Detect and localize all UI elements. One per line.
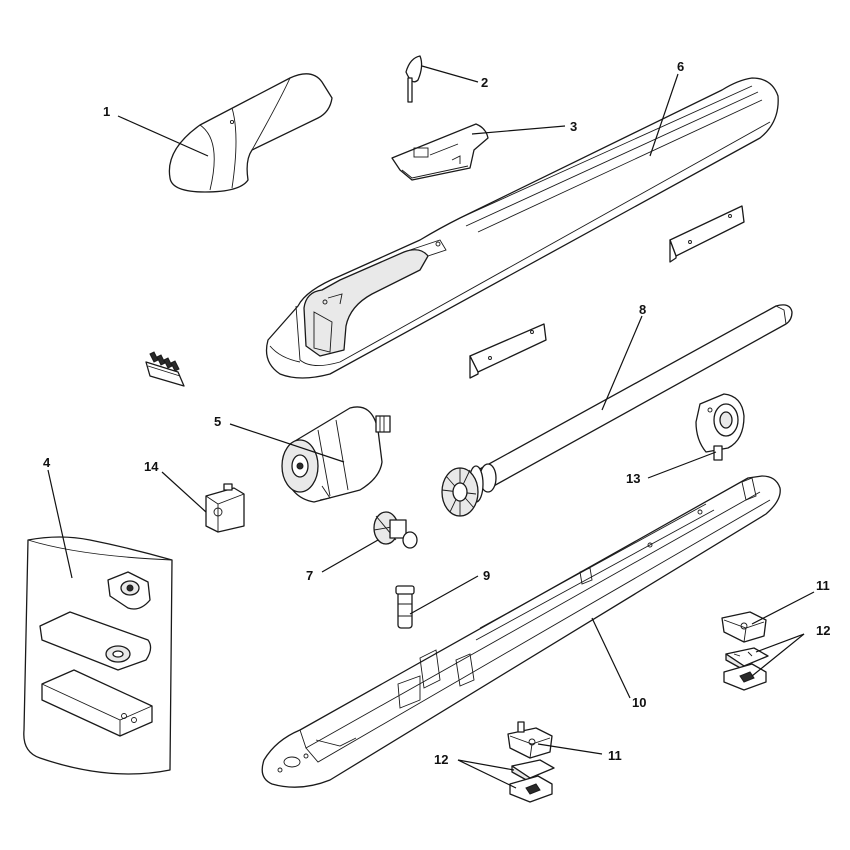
part-4-accessory-bag [23, 536, 173, 775]
callout-11-right: 11 [816, 578, 830, 593]
part-14-cover-box [205, 483, 245, 533]
part-5-motor [281, 406, 391, 503]
part-7-gear [373, 511, 418, 549]
callout-5: 5 [214, 414, 221, 429]
part-3-release-cover [391, 123, 489, 181]
callout-7: 7 [306, 568, 313, 583]
callout-12-lower: 12 [434, 752, 448, 767]
part-11-limit-switch-right [721, 611, 767, 643]
part-12-plate-lower [509, 759, 555, 803]
part-6-upper-housing [265, 77, 779, 379]
callout-10: 10 [632, 695, 646, 710]
callout-2: 2 [481, 75, 488, 90]
callout-12-right: 12 [816, 623, 830, 638]
callout-9: 9 [483, 568, 490, 583]
part-8-worm-screw [441, 304, 793, 517]
part-12-plate-right [723, 647, 769, 691]
callout-3: 3 [570, 119, 577, 134]
part-11-limit-switch-lower [507, 721, 553, 759]
callout-labels: 1 2 3 4 5 6 7 8 9 10 11 11 12 12 13 14 [43, 59, 830, 767]
callout-11-lower: 11 [608, 748, 622, 763]
part-9-pin [395, 585, 415, 629]
part-1-end-cap [168, 73, 333, 193]
callout-13: 13 [626, 471, 640, 486]
leader-lines [47, 65, 815, 789]
terminal-block [145, 351, 185, 387]
part-10-lower-housing [261, 475, 781, 788]
callout-14: 14 [144, 459, 159, 474]
callout-1: 1 [103, 104, 110, 119]
part-13-bushing [695, 393, 745, 461]
mounting-bracket-lower [469, 323, 547, 379]
callout-8: 8 [639, 302, 646, 317]
callout-4: 4 [43, 455, 51, 470]
mounting-bracket-upper [669, 205, 745, 263]
part-2-release-key [405, 55, 423, 103]
callout-6: 6 [677, 59, 684, 74]
